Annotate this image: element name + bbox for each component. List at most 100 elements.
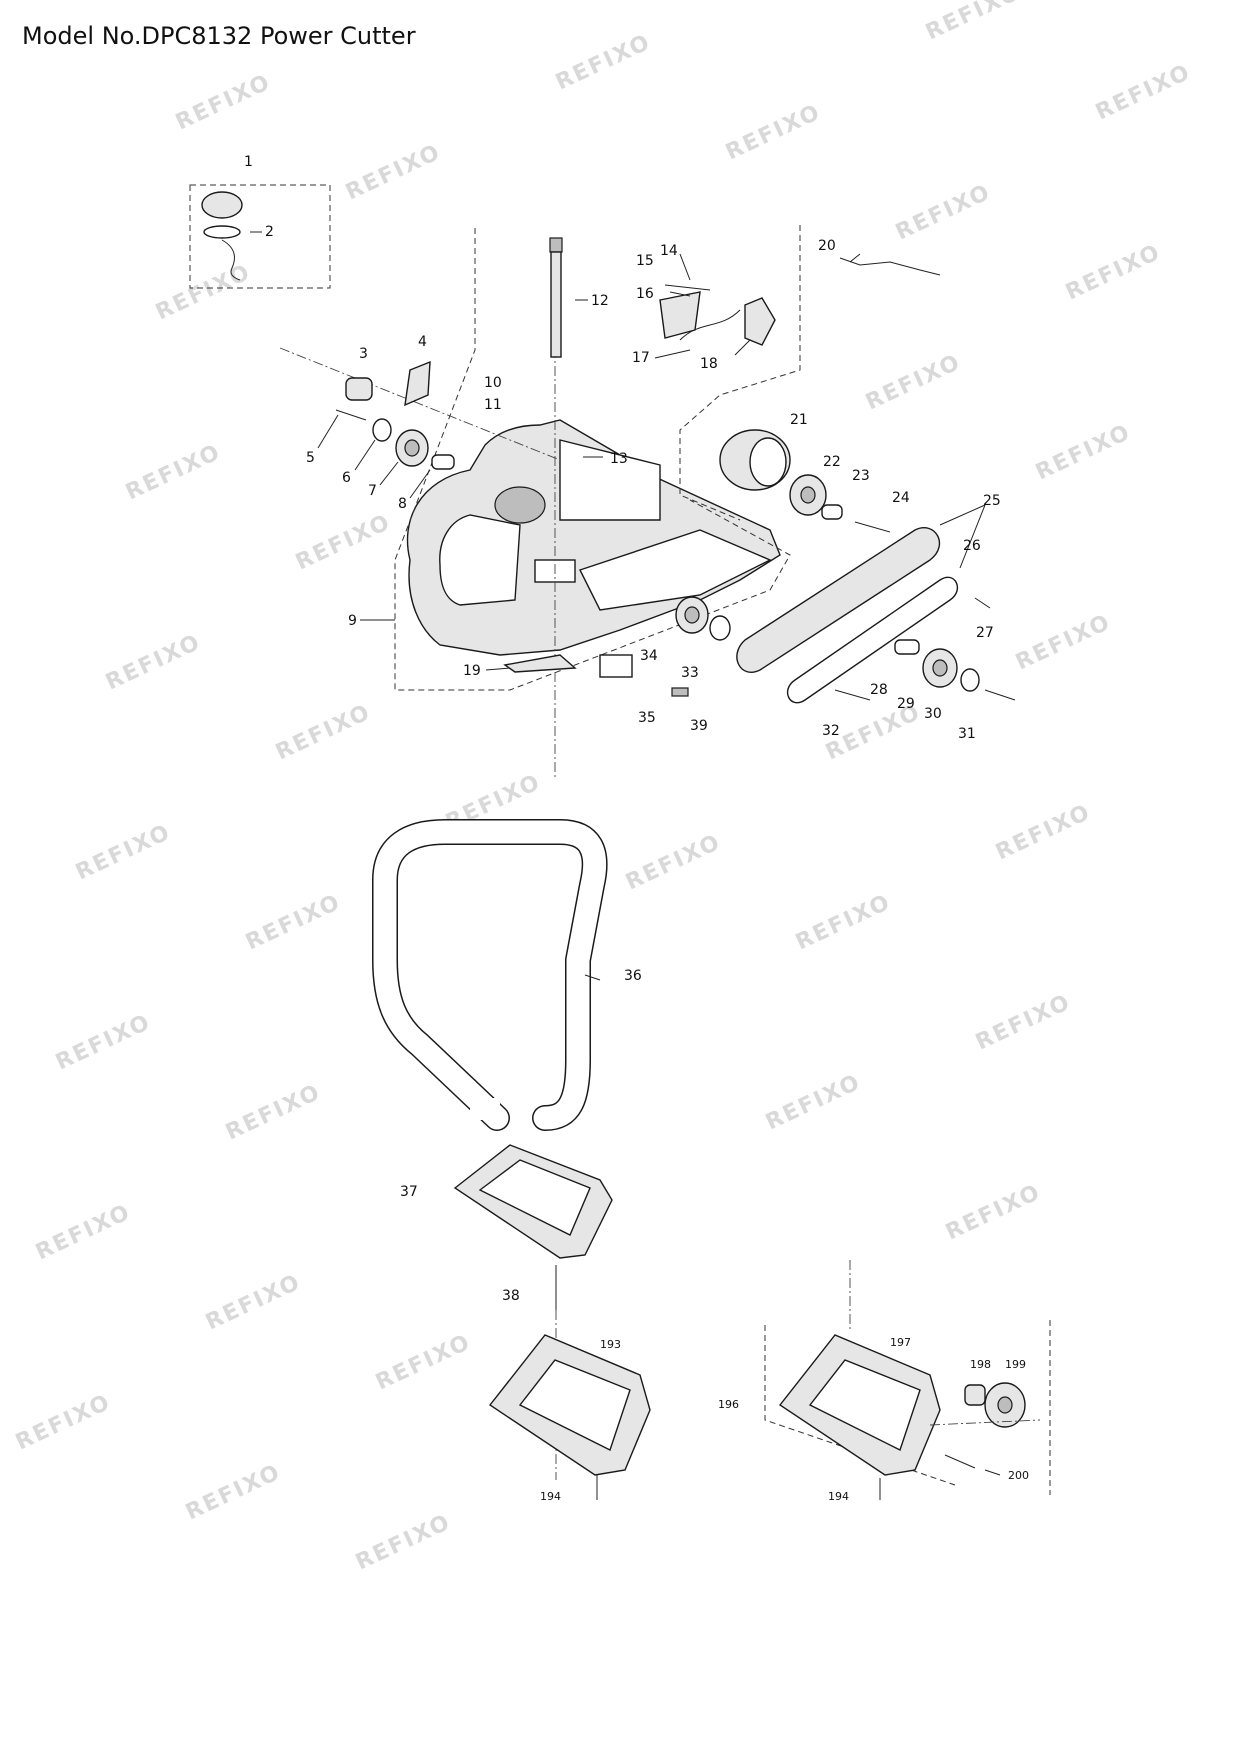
callout: 14 — [660, 243, 678, 259]
watermark: REFIXO — [152, 260, 255, 326]
callout: 31 — [958, 726, 976, 742]
callout: 197 — [890, 1336, 911, 1349]
callout: 200 — [1008, 1469, 1029, 1482]
watermark: REFIXO — [1092, 60, 1195, 126]
callout: 12 — [591, 293, 609, 309]
watermark: REFIXO — [242, 890, 345, 956]
filter — [345, 377, 373, 401]
watermark: REFIXO — [1032, 420, 1135, 486]
long-bolt-12 — [549, 237, 563, 780]
washer-6 — [372, 418, 392, 442]
bracket-196-group — [764, 1260, 1051, 1500]
callout-labels: 1 2 3 4 5 6 7 8 9 10 11 12 13 14 15 16 1… — [244, 154, 1029, 1503]
bar-25 — [736, 527, 941, 673]
pin-15 — [669, 291, 691, 297]
support-bars — [736, 527, 991, 704]
callout: 30 — [924, 706, 942, 722]
watermark: REFIXO — [102, 630, 205, 696]
watermark: REFIXO — [32, 1200, 135, 1266]
bolt-5 — [335, 409, 367, 421]
watermark: REFIXO — [762, 1070, 865, 1136]
callout: 26 — [963, 538, 981, 554]
callout: 21 — [790, 412, 808, 428]
watermark: REFIXO — [222, 1080, 325, 1146]
callout: 32 — [822, 723, 840, 739]
screw-27 — [974, 597, 991, 609]
callout: 16 — [636, 286, 654, 302]
callout: 18 — [700, 356, 718, 372]
callout: 37 — [400, 1184, 418, 1200]
watermark: REFIXO — [622, 830, 725, 896]
bolt-32 — [834, 689, 871, 701]
watermark: REFIXO — [352, 1510, 455, 1576]
trigger-18 — [744, 297, 776, 346]
callout: 196 — [718, 1398, 739, 1411]
watermark: REFIXO — [942, 1180, 1045, 1246]
watermark: REFIXO — [52, 1010, 155, 1076]
group-outline-9 — [394, 228, 791, 691]
watermark: REFIXO — [1012, 610, 1115, 676]
spring-17 — [679, 309, 741, 341]
bolt-31 — [984, 689, 1016, 701]
fuel-cap — [201, 191, 243, 219]
watermark: REFIXO — [992, 800, 1095, 866]
callout: 36 — [624, 968, 642, 984]
callout: 22 — [823, 454, 841, 470]
callout: 198 — [970, 1358, 991, 1371]
right-mount-parts — [719, 429, 891, 533]
callout: 39 — [690, 718, 708, 734]
watermark: REFIXO — [792, 890, 895, 956]
sleeve-8 — [431, 454, 455, 470]
callout: 193 — [600, 1338, 621, 1351]
cap-strap — [221, 239, 241, 281]
watermark: REFIXO — [862, 350, 965, 416]
watermark: REFIXO — [202, 1270, 305, 1336]
callout: 17 — [632, 350, 650, 366]
watermark: REFIXO — [722, 100, 825, 166]
callout: 4 — [418, 334, 427, 350]
watermark: REFIXO — [972, 990, 1075, 1056]
callout: 23 — [852, 468, 870, 484]
pad-19 — [503, 654, 577, 673]
watermark: REFIXO — [122, 440, 225, 506]
page-title: Model No.DPC8132 Power Cutter — [22, 22, 416, 50]
callout: 27 — [976, 625, 994, 641]
watermark: REFIXO — [272, 700, 375, 766]
callout: 28 — [870, 682, 888, 698]
label-35 — [599, 654, 633, 678]
callout: 35 — [638, 710, 656, 726]
handle-tube — [372, 819, 608, 1131]
bolt-200 — [944, 1454, 976, 1469]
sleeve-198 — [964, 1384, 986, 1406]
callout: 15 — [636, 253, 654, 269]
callout: 25 — [983, 493, 1001, 509]
lower-mount-parts — [503, 596, 1016, 701]
callout: 194 — [540, 1490, 561, 1503]
bolt-24 — [854, 521, 891, 533]
group-box — [189, 184, 331, 289]
callout: 19 — [463, 663, 481, 679]
leader-lines — [250, 231, 1001, 1476]
watermark: REFIXO — [342, 140, 445, 206]
handle-bracket-37 — [453, 1144, 613, 1259]
callout: 24 — [892, 490, 910, 506]
tank-body — [559, 439, 661, 521]
callout: 38 — [502, 1288, 520, 1304]
bar-26 — [786, 576, 959, 704]
callout: 29 — [897, 696, 915, 712]
gasket-plate — [404, 360, 431, 407]
callout: 13 — [610, 451, 628, 467]
bracket-193 — [488, 1334, 651, 1500]
o-ring — [203, 225, 241, 239]
callout: 9 — [348, 613, 357, 629]
callout: 6 — [342, 470, 351, 486]
callout: 1 — [244, 154, 253, 170]
left-mount-parts — [279, 347, 561, 470]
throttle-plate-16 — [659, 291, 701, 339]
callout: 194 — [828, 1490, 849, 1503]
watermark: REFIXO — [552, 30, 655, 96]
pin-14 — [664, 284, 711, 291]
callout: 34 — [640, 648, 658, 664]
watermark: REFIXO — [72, 820, 175, 886]
